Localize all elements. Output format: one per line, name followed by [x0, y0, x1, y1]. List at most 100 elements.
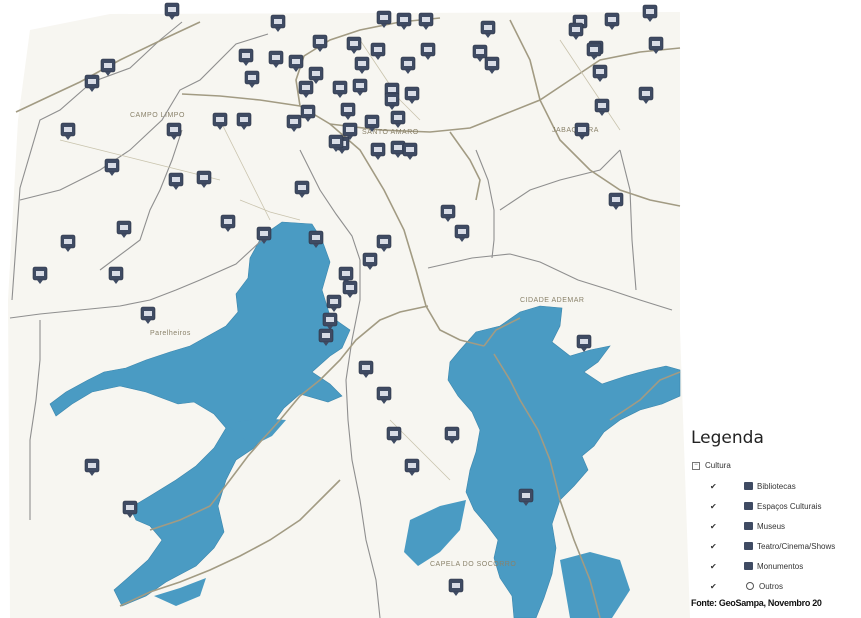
legend-item-monumentos[interactable]: ✔ Monumentos: [710, 560, 803, 572]
culture-marker[interactable]: [390, 110, 406, 128]
legend-group-cultura[interactable]: − Cultura: [692, 461, 731, 470]
culture-marker[interactable]: [568, 22, 584, 40]
culture-marker[interactable]: [418, 12, 434, 30]
culture-marker[interactable]: [376, 234, 392, 252]
culture-marker[interactable]: [212, 112, 228, 130]
culture-marker[interactable]: [238, 48, 254, 66]
checkbox-checked-icon[interactable]: ✔: [710, 561, 717, 571]
culture-marker[interactable]: [166, 122, 182, 140]
culture-marker[interactable]: [648, 36, 664, 54]
culture-marker[interactable]: [196, 170, 212, 188]
culture-marker[interactable]: [288, 54, 304, 72]
culture-marker[interactable]: [300, 104, 316, 122]
culture-marker[interactable]: [32, 266, 48, 284]
culture-marker[interactable]: [84, 74, 100, 92]
culture-marker[interactable]: [298, 80, 314, 98]
culture-marker[interactable]: [322, 312, 338, 330]
culture-marker[interactable]: [576, 334, 592, 352]
culture-marker[interactable]: [308, 66, 324, 84]
building-icon: [248, 75, 256, 80]
culture-marker[interactable]: [604, 12, 620, 30]
culture-marker[interactable]: [376, 386, 392, 404]
culture-marker[interactable]: [592, 64, 608, 82]
culture-marker[interactable]: [384, 92, 400, 110]
culture-marker[interactable]: [404, 458, 420, 476]
culture-marker[interactable]: [340, 102, 356, 120]
culture-marker[interactable]: [444, 426, 460, 444]
culture-marker[interactable]: [84, 458, 100, 476]
culture-marker[interactable]: [268, 50, 284, 68]
culture-marker[interactable]: [448, 578, 464, 596]
building-icon: [104, 63, 112, 68]
culture-marker[interactable]: [312, 34, 328, 52]
culture-marker[interactable]: [370, 142, 386, 160]
culture-marker[interactable]: [480, 20, 496, 38]
checkbox-checked-icon[interactable]: ✔: [710, 541, 717, 551]
culture-marker[interactable]: [342, 280, 358, 298]
culture-marker[interactable]: [308, 230, 324, 248]
culture-marker[interactable]: [342, 122, 358, 140]
culture-marker[interactable]: [346, 36, 362, 54]
culture-marker[interactable]: [586, 42, 602, 60]
culture-marker[interactable]: [358, 360, 374, 378]
culture-marker[interactable]: [574, 122, 590, 140]
culture-marker[interactable]: [386, 426, 402, 444]
culture-marker[interactable]: [390, 140, 406, 158]
building-icon: [608, 17, 616, 22]
culture-marker[interactable]: [286, 114, 302, 132]
culture-marker[interactable]: [294, 180, 310, 198]
legend-item-museus[interactable]: ✔ Museus: [710, 520, 785, 532]
culture-marker[interactable]: [642, 4, 658, 22]
culture-marker[interactable]: [608, 192, 624, 210]
culture-marker[interactable]: [364, 114, 380, 132]
building-icon: [366, 257, 374, 262]
culture-marker[interactable]: [100, 58, 116, 76]
culture-marker[interactable]: [244, 70, 260, 88]
culture-marker[interactable]: [638, 86, 654, 104]
culture-marker[interactable]: [362, 252, 378, 270]
culture-marker[interactable]: [454, 224, 470, 242]
culture-marker[interactable]: [400, 56, 416, 74]
culture-marker[interactable]: [318, 328, 334, 346]
culture-marker[interactable]: [104, 158, 120, 176]
legend-item-outros[interactable]: ✔ Outros: [710, 580, 783, 592]
culture-marker[interactable]: [352, 78, 368, 96]
culture-marker[interactable]: [60, 234, 76, 252]
culture-marker[interactable]: [518, 488, 534, 506]
culture-marker[interactable]: [376, 10, 392, 28]
culture-marker[interactable]: [140, 306, 156, 324]
culture-marker[interactable]: [332, 80, 348, 98]
culture-marker[interactable]: [220, 214, 236, 232]
legend-item-teatro-cinema-shows[interactable]: ✔ Teatro/Cinema/Shows: [710, 540, 835, 552]
culture-marker[interactable]: [484, 56, 500, 74]
culture-marker[interactable]: [404, 86, 420, 104]
culture-marker[interactable]: [328, 134, 344, 152]
culture-marker[interactable]: [472, 44, 488, 62]
culture-marker[interactable]: [164, 2, 180, 20]
culture-marker[interactable]: [354, 56, 370, 74]
culture-marker[interactable]: [440, 204, 456, 222]
building-icon: [272, 55, 280, 60]
culture-marker[interactable]: [594, 98, 610, 116]
culture-marker[interactable]: [236, 112, 252, 130]
culture-marker[interactable]: [420, 42, 436, 60]
culture-marker[interactable]: [270, 14, 286, 32]
checkbox-checked-icon[interactable]: ✔: [710, 481, 717, 491]
culture-marker[interactable]: [116, 220, 132, 238]
legend-item-bibliotecas[interactable]: ✔ Bibliotecas: [710, 480, 796, 492]
checkbox-checked-icon[interactable]: ✔: [710, 581, 717, 591]
culture-marker[interactable]: [326, 294, 342, 312]
culture-marker[interactable]: [122, 500, 138, 518]
legend-item-espacos-culturais[interactable]: ✔ Espaços Culturais: [710, 500, 821, 512]
checkbox-checked-icon[interactable]: ✔: [710, 521, 717, 531]
culture-marker[interactable]: [402, 142, 418, 160]
culture-marker[interactable]: [370, 42, 386, 60]
culture-marker[interactable]: [168, 172, 184, 190]
collapse-icon[interactable]: −: [692, 461, 700, 470]
culture-marker[interactable]: [60, 122, 76, 140]
checkbox-checked-icon[interactable]: ✔: [710, 501, 717, 511]
culture-marker[interactable]: [256, 226, 272, 244]
culture-marker[interactable]: [396, 12, 412, 30]
culture-marker[interactable]: [108, 266, 124, 284]
